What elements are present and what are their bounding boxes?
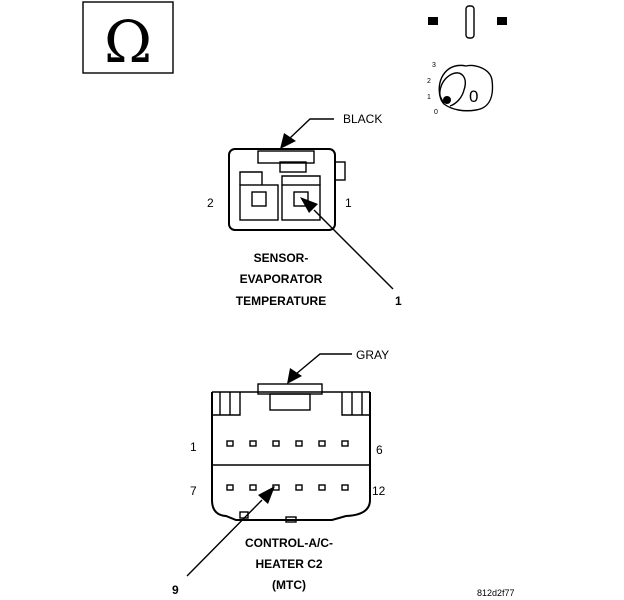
control-pin-6-label: 6 [376, 443, 383, 457]
key-label: 0 [469, 87, 478, 106]
sensor-color-label: BLACK [343, 112, 382, 126]
control-title-line2: HEATER C2 [255, 557, 322, 571]
sensor-connector-housing [228, 148, 346, 231]
control-pin-7-label: 7 [190, 484, 197, 498]
control-pin-12-label: 12 [372, 484, 386, 498]
sensor-title-line1: SENSOR- [254, 251, 309, 265]
control-pin-1-label: 1 [190, 440, 197, 454]
key-position-1: 1 [427, 94, 431, 101]
control-connector-housing [211, 383, 371, 523]
sensor-cavity-2-label: 2 [207, 196, 214, 210]
sensor-cavity-1-label: 1 [345, 196, 352, 210]
key-position-0: 0 [434, 109, 438, 116]
control-callout: 9 [172, 583, 179, 597]
control-connector: GRAY [172, 348, 389, 597]
ohmmeter-icon: Ω [82, 1, 174, 76]
control-color-label: GRAY [356, 348, 389, 362]
sensor-callout: 1 [395, 294, 402, 308]
control-title-line1: CONTROL-A/C- [245, 536, 333, 550]
ohm-symbol: Ω [104, 8, 152, 76]
key-position-3: 3 [432, 62, 436, 69]
terminal-row-2 [226, 484, 349, 491]
sensor-connector: BLACK 2 1 1 SENSOR- EVAPORATOR TEMPERATU… [207, 112, 402, 308]
ignition-off-icon: 3 2 1 0 0 [427, 5, 507, 116]
terminal-row-1 [226, 440, 349, 447]
key-position-2: 2 [427, 78, 431, 85]
sensor-title-line2: EVAPORATOR [240, 272, 323, 286]
sensor-title-line3: TEMPERATURE [236, 294, 326, 308]
ignition-key-icon: 3 2 1 0 0 [427, 62, 494, 116]
control-title-line3: (MTC) [272, 578, 306, 592]
figure-id: 812d2f77 [477, 588, 515, 598]
